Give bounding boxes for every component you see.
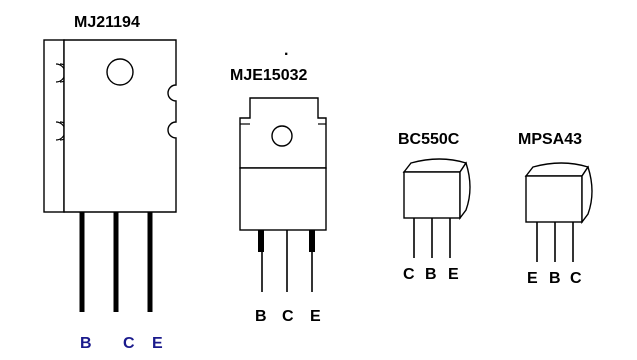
mje15032-lead-shoulder-b bbox=[258, 230, 264, 252]
mpsa43-pin-e: E bbox=[527, 270, 538, 287]
mpsa43-pin-b: B bbox=[549, 270, 561, 287]
mpsa43-rounded-side bbox=[581, 165, 593, 225]
bc550c-body bbox=[403, 171, 461, 219]
bc550c-pin-b: B bbox=[425, 266, 437, 283]
bc550c-rounded-side bbox=[459, 161, 471, 221]
mje15032-package: . MJE15032 B C E bbox=[230, 42, 327, 325]
mj21194-body bbox=[63, 39, 177, 213]
mj21194-mounting-hole bbox=[106, 58, 134, 86]
mj21194-pin-c: C bbox=[123, 335, 135, 352]
mje15032-pin-b: B bbox=[255, 308, 267, 325]
mj21194-pin-e: E bbox=[152, 335, 163, 352]
mje15032-pin-c: C bbox=[282, 308, 294, 325]
mpsa43-package: MPSA43 E B C bbox=[518, 131, 593, 287]
mj21194-package: MJ21194 B C E bbox=[43, 14, 177, 352]
mje15032-mounting-hole bbox=[271, 125, 293, 147]
mj21194-label: MJ21194 bbox=[74, 14, 140, 31]
bc550c-pin-c: C bbox=[403, 266, 415, 283]
bc550c-pin-e: E bbox=[448, 266, 459, 283]
mje15032-pin-e: E bbox=[310, 308, 321, 325]
bc550c-top-face bbox=[402, 158, 468, 173]
mpsa43-top-face bbox=[524, 162, 590, 177]
bc550c-package: BC550C C B E bbox=[398, 131, 471, 283]
mj21194-pin-b: B bbox=[80, 335, 92, 352]
mpsa43-pin-c: C bbox=[570, 270, 582, 287]
mje15032-dot: . bbox=[284, 42, 288, 59]
mpsa43-label: MPSA43 bbox=[518, 131, 582, 148]
mje15032-label: MJE15032 bbox=[230, 67, 307, 84]
mpsa43-body bbox=[525, 175, 583, 223]
bc550c-label: BC550C bbox=[398, 131, 460, 148]
mje15032-body bbox=[239, 167, 327, 231]
